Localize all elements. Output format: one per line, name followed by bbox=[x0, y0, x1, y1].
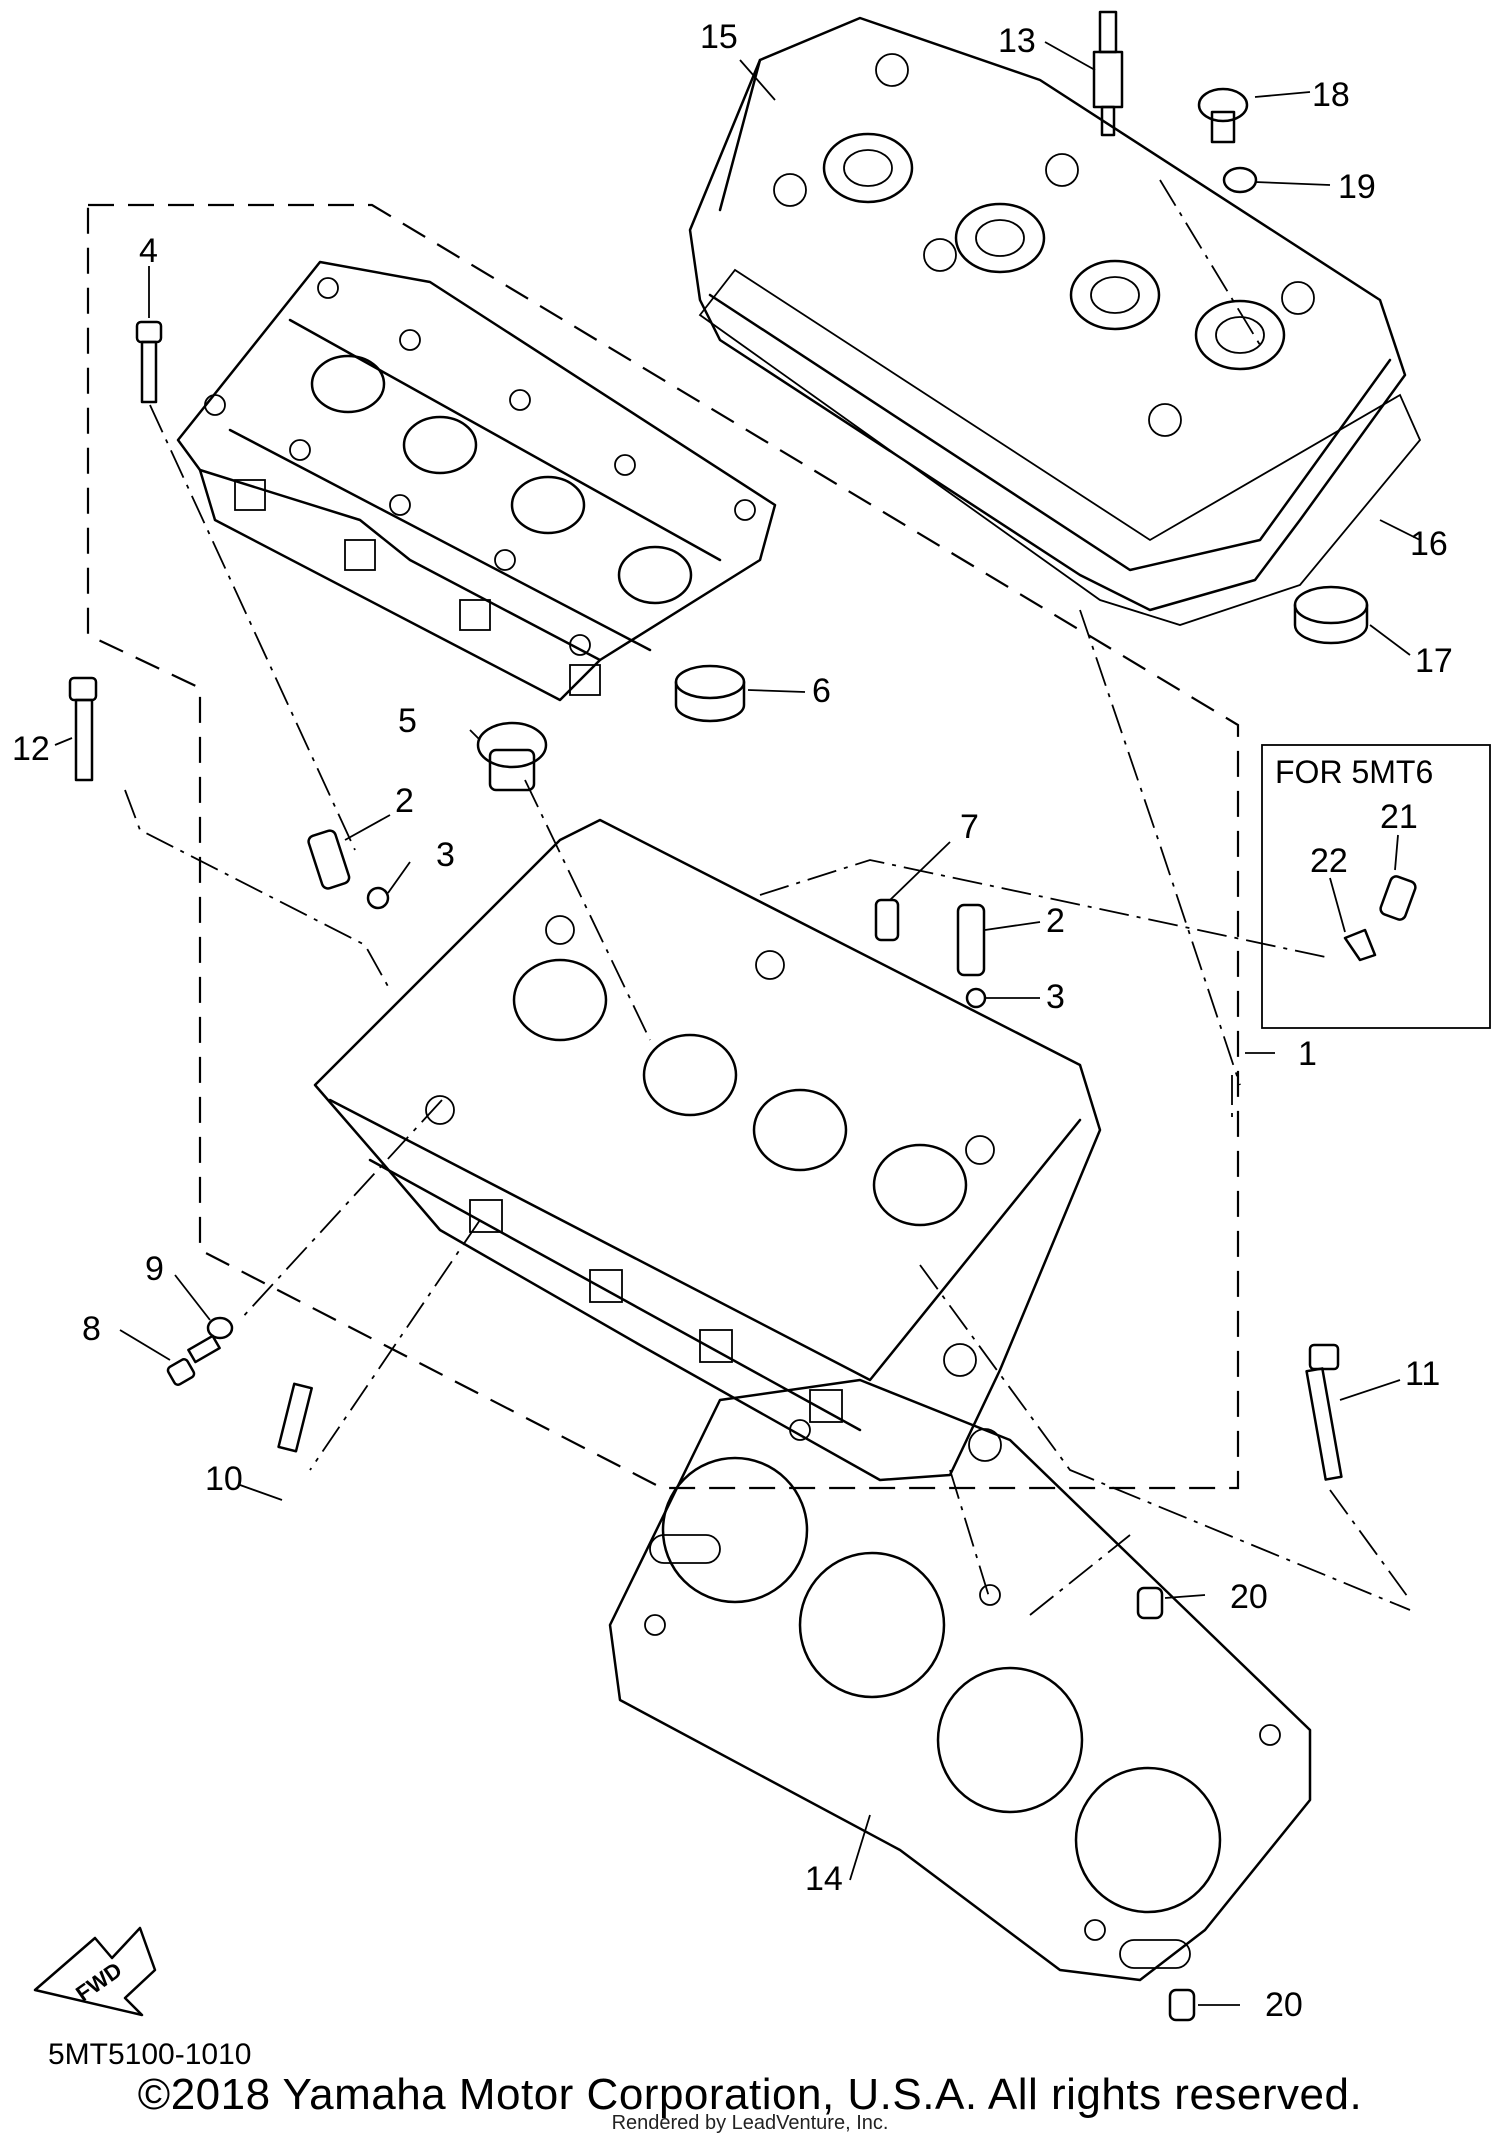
circlip-left bbox=[366, 886, 390, 910]
callout-16: 16 bbox=[1410, 525, 1448, 563]
valve-guide-right bbox=[956, 903, 986, 977]
callout-20: 20 bbox=[1230, 1578, 1268, 1616]
svg-text:FWD: FWD bbox=[71, 1957, 126, 2006]
part-21 bbox=[1379, 875, 1417, 921]
callout-2: 2 bbox=[1046, 902, 1065, 940]
callout-4: 4 bbox=[139, 232, 158, 270]
callout-17: 17 bbox=[1415, 642, 1453, 680]
dowel-lower bbox=[1168, 1988, 1196, 2022]
cylinder-head bbox=[313, 818, 1102, 1482]
stud-7 bbox=[874, 898, 900, 942]
circlip-right bbox=[965, 987, 987, 1009]
grommet-17 bbox=[1293, 585, 1369, 645]
callout-9: 9 bbox=[145, 1250, 164, 1288]
bolt-8 bbox=[166, 1334, 221, 1386]
assembly-boundary bbox=[86, 203, 1240, 1490]
inset-title: FOR 5MT6 bbox=[1275, 754, 1433, 790]
callout-5: 5 bbox=[398, 702, 417, 740]
bolt-4 bbox=[135, 320, 163, 404]
bolt-18 bbox=[1197, 87, 1249, 144]
callout-14: 14 bbox=[805, 1860, 843, 1898]
dowel-upper bbox=[1136, 1586, 1164, 1620]
callout-1: 1 bbox=[1298, 1035, 1317, 1073]
callout-22: 22 bbox=[1310, 842, 1348, 880]
inset-box bbox=[1261, 744, 1491, 1029]
callout-18: 18 bbox=[1312, 76, 1350, 114]
washer-19 bbox=[1222, 166, 1258, 194]
washer-9 bbox=[206, 1316, 234, 1340]
callout-13: 13 bbox=[998, 22, 1036, 60]
cylinder-head-cover bbox=[688, 16, 1407, 612]
callout-21: 21 bbox=[1380, 798, 1418, 836]
bolt-12 bbox=[68, 676, 98, 782]
callout-20: 20 bbox=[1265, 1986, 1303, 2024]
bolt-11 bbox=[1305, 1343, 1343, 1481]
callout-19: 19 bbox=[1338, 168, 1376, 206]
head-gasket bbox=[608, 1378, 1312, 1982]
callout-8: 8 bbox=[82, 1310, 101, 1348]
stud-10 bbox=[277, 1382, 313, 1453]
callout-12: 12 bbox=[12, 730, 50, 768]
seal-6 bbox=[674, 664, 746, 723]
callout-2: 2 bbox=[395, 782, 414, 820]
valve-guide-left bbox=[307, 829, 351, 890]
callout-6: 6 bbox=[812, 672, 831, 710]
callout-15: 15 bbox=[700, 18, 738, 56]
cover-gasket bbox=[698, 268, 1422, 626]
callout-10: 10 bbox=[205, 1460, 243, 1498]
part-22 bbox=[1343, 928, 1377, 962]
plug-5 bbox=[476, 721, 548, 792]
camshaft-holder bbox=[176, 260, 777, 702]
rendered-by-note: Rendered by LeadVenture, Inc. bbox=[611, 2112, 889, 2134]
copyright-notice: ©2018 Yamaha Motor Corporation, U.S.A. A… bbox=[137, 2070, 1363, 2119]
fwd-arrow: FWD bbox=[33, 1926, 157, 2017]
callout-7: 7 bbox=[960, 808, 979, 846]
part-code: 5MT5100-1010 bbox=[48, 2038, 252, 2071]
spark-plug-13 bbox=[1092, 10, 1124, 137]
callout-11: 11 bbox=[1405, 1355, 1440, 1393]
callout-3: 3 bbox=[436, 836, 455, 874]
callout-3: 3 bbox=[1046, 978, 1065, 1016]
